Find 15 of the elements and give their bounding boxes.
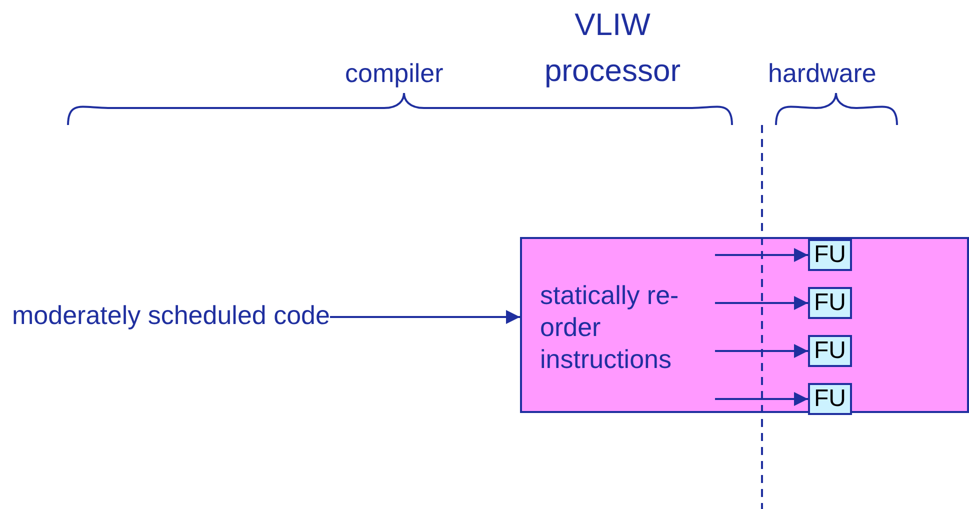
brace-label: compiler (345, 58, 444, 89)
functional-unit-box: FU (808, 383, 852, 415)
functional-unit-box: FU (808, 335, 852, 367)
functional-unit-box: FU (808, 287, 852, 319)
title: VLIW processor (543, 6, 682, 90)
arrow (715, 296, 808, 310)
functional-unit-box: FU (808, 239, 852, 271)
brace-label: hardware (768, 58, 876, 89)
arrow (715, 344, 808, 358)
arrow (715, 392, 808, 406)
process-box (520, 237, 969, 413)
code-label: moderately scheduled code (12, 300, 412, 334)
arrow (330, 310, 520, 324)
arrow (715, 248, 808, 262)
box-text: statically re-order instructions (540, 279, 680, 375)
